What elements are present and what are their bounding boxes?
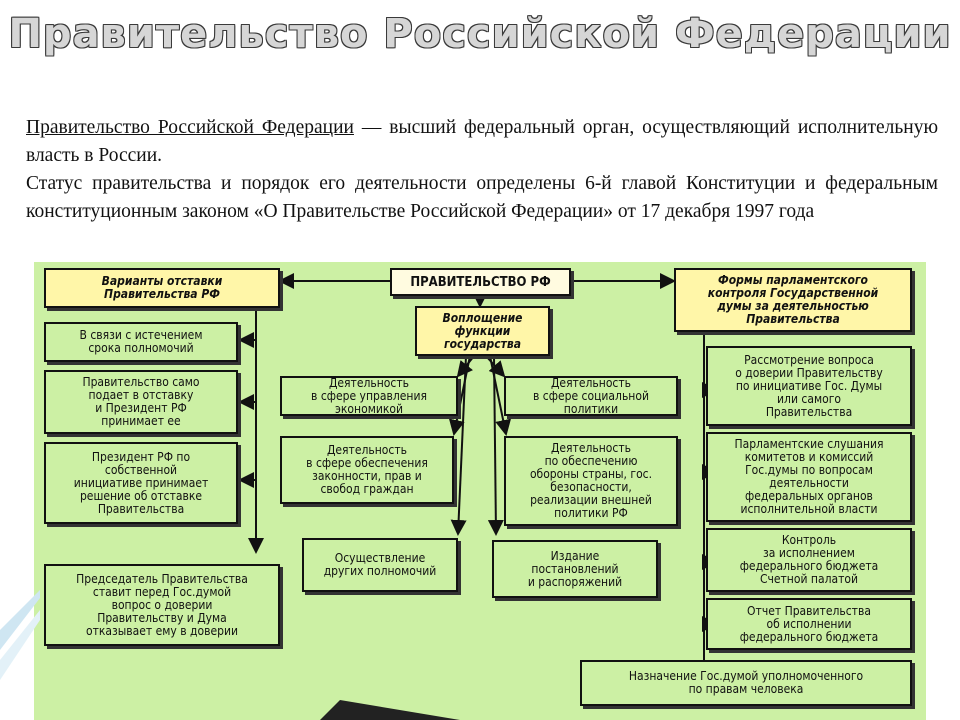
parliament-control-header-box: Формы парламентского контроля Государств… [674, 268, 912, 332]
resignation-header-box: Варианты отставки Правительства РФ [44, 268, 280, 308]
resignation-item-president: Президент РФ по собственной инициативе п… [44, 442, 238, 524]
status-paragraph: Статус правительства и порядок его деяте… [26, 173, 938, 222]
decorative-bottom-shape [320, 700, 460, 720]
activity-decrees-box: Издание постановлений и распоряжений [492, 540, 658, 598]
resignation-item-self: Правительство само подает в отставку и П… [44, 370, 238, 434]
government-center-box: ПРАВИТЕЛЬСТВО РФ [390, 268, 571, 296]
control-item-hearings: Парламентские слушания комитетов и комис… [706, 432, 912, 522]
government-diagram: ПРАВИТЕЛЬСТВО РФ Воплощение функции госу… [34, 262, 926, 720]
resignation-item-no-confidence: Председатель Правительства ставит перед … [44, 564, 280, 646]
resignation-item-term-expiry: В связи с истечением срока полномочий [44, 322, 238, 362]
decorative-corner-shape [0, 590, 40, 680]
activity-defense-box: Деятельность по обеспечению обороны стра… [504, 436, 678, 526]
control-item-audit-chamber: Контроль за исполнением федерального бюд… [706, 528, 912, 592]
control-item-confidence: Рассмотрение вопроса о доверии Правитель… [706, 346, 912, 426]
control-item-budget-report: Отчет Правительства об исполнении федера… [706, 598, 912, 650]
activity-rights-box: Деятельность в сфере обеспечения законно… [280, 436, 454, 504]
definition-paragraph: Правительство Российской Федерации — выс… [26, 114, 938, 170]
definition-term: Правительство Российской Федерации [26, 117, 354, 138]
control-item-ombudsman: Назначение Гос.думой уполномоченного по … [580, 660, 912, 706]
state-functions-box: Воплощение функции государства [415, 306, 550, 356]
activity-other-box: Осуществление других полномочий [302, 538, 458, 592]
slide-body-text: Правительство Российской Федерации — выс… [26, 114, 938, 226]
slide-title: Правительство Российской Федерации [8, 11, 952, 57]
activity-social-box: Деятельность в сфере социальной политики [504, 376, 678, 416]
activity-economy-box: Деятельность в сфере управления экономик… [280, 376, 458, 416]
definition-rest: — высший федеральный орган, осуществляющ… [26, 117, 939, 166]
